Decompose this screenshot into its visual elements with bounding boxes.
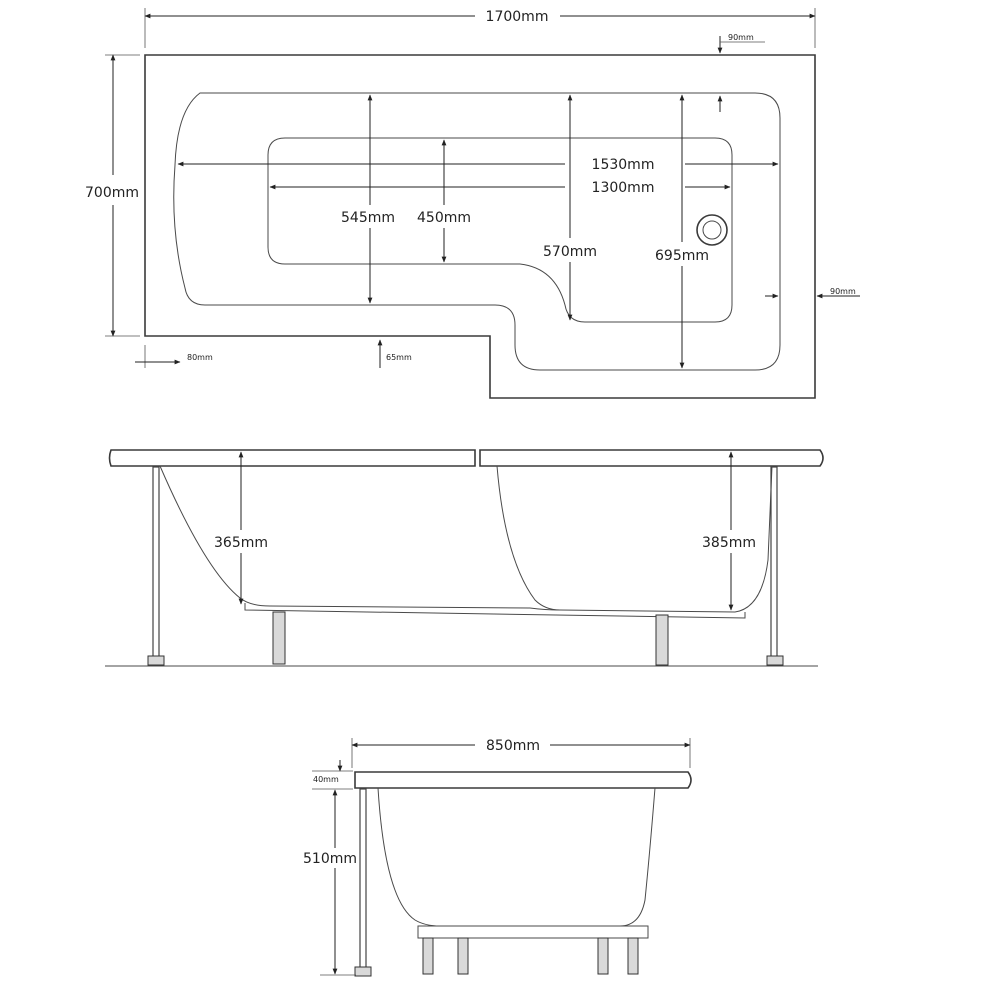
dim-510-label: 510mm	[303, 851, 357, 867]
plan-view: 1700mm 90mm 700mm 1530mm 1300mm 545mm 45…	[85, 8, 860, 399]
dim-570-label: 570mm	[543, 244, 597, 260]
plan-rim-outline	[173, 92, 781, 371]
side-left-post	[152, 466, 160, 658]
waste-inner-circle	[702, 220, 722, 240]
end-tub-body	[377, 787, 656, 927]
side-right-post-foot	[766, 655, 784, 666]
dim-385-label: 385mm	[702, 535, 756, 551]
side-tub-divider	[496, 465, 561, 611]
dim-545-label: 545mm	[341, 210, 395, 226]
end-leg-1	[422, 937, 434, 975]
end-base-frame	[417, 925, 649, 939]
dim-65-label: 65mm	[386, 353, 412, 362]
end-leg-4	[627, 937, 639, 975]
plan-outer-outline	[144, 54, 816, 399]
end-leg-2	[457, 937, 469, 975]
side-rim-right	[479, 449, 824, 467]
end-leg-3	[597, 937, 609, 975]
dim-365-label: 365mm	[214, 535, 268, 551]
dim-1300-label: 1300mm	[592, 180, 655, 196]
side-left-leg	[272, 611, 286, 665]
dim-850-label: 850mm	[486, 738, 540, 754]
side-left-post-foot	[147, 655, 165, 666]
dim-700-label: 700mm	[85, 185, 139, 201]
dim-1700-label: 1700mm	[486, 9, 549, 25]
dim-450-label: 450mm	[417, 210, 471, 226]
dim-80-label: 80mm	[187, 353, 213, 362]
side-right-post	[770, 466, 778, 658]
dim-1530-label: 1530mm	[592, 157, 655, 173]
dim-40-label: 40mm	[313, 775, 339, 784]
end-left-post-foot	[354, 966, 372, 977]
waste-outer-circle	[696, 214, 728, 246]
side-tub-body	[159, 465, 773, 613]
end-left-post	[359, 788, 367, 970]
dim-90-right-label: 90mm	[830, 287, 856, 296]
dim-90-top-label: 90mm	[728, 33, 754, 42]
side-elevation: 365mm 385mm	[105, 449, 824, 667]
side-base-frame	[244, 603, 746, 619]
side-rim-left	[108, 449, 476, 467]
end-rim	[354, 771, 692, 789]
side-right-leg	[655, 614, 669, 666]
plan-basin-outline	[267, 137, 733, 323]
end-elevation: 850mm 40mm 510mm	[303, 738, 692, 977]
dim-695-label: 695mm	[655, 248, 709, 264]
